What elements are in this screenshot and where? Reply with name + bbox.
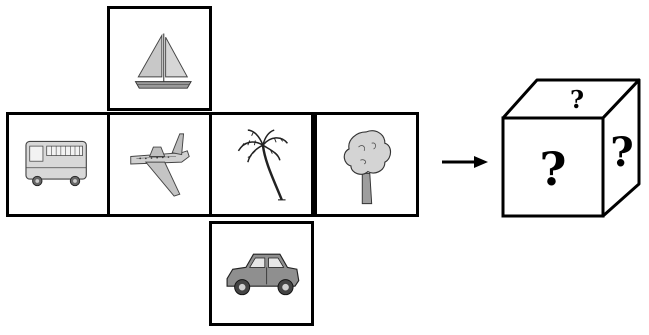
net-face-left: [6, 112, 111, 217]
cube-top-question-mark: ?: [570, 85, 584, 114]
net-face-bottom: [209, 221, 314, 326]
net-face-center-right: [209, 112, 314, 217]
question-cube: ? ? ?: [501, 78, 641, 218]
net-face-center-left: [107, 112, 212, 217]
sailboat-icon: [134, 33, 192, 89]
arrow-right-icon: [442, 156, 488, 168]
net-face-right: [314, 112, 419, 217]
cube-side-question-mark: ?: [610, 129, 633, 176]
car-icon: [226, 253, 300, 296]
bus-icon: [25, 140, 87, 187]
airplane-icon: [130, 133, 190, 197]
palm-tree-icon: [237, 129, 289, 201]
cube-front-question-mark: ?: [540, 142, 567, 196]
net-face-top: [107, 6, 212, 111]
tree-icon: [343, 130, 392, 205]
